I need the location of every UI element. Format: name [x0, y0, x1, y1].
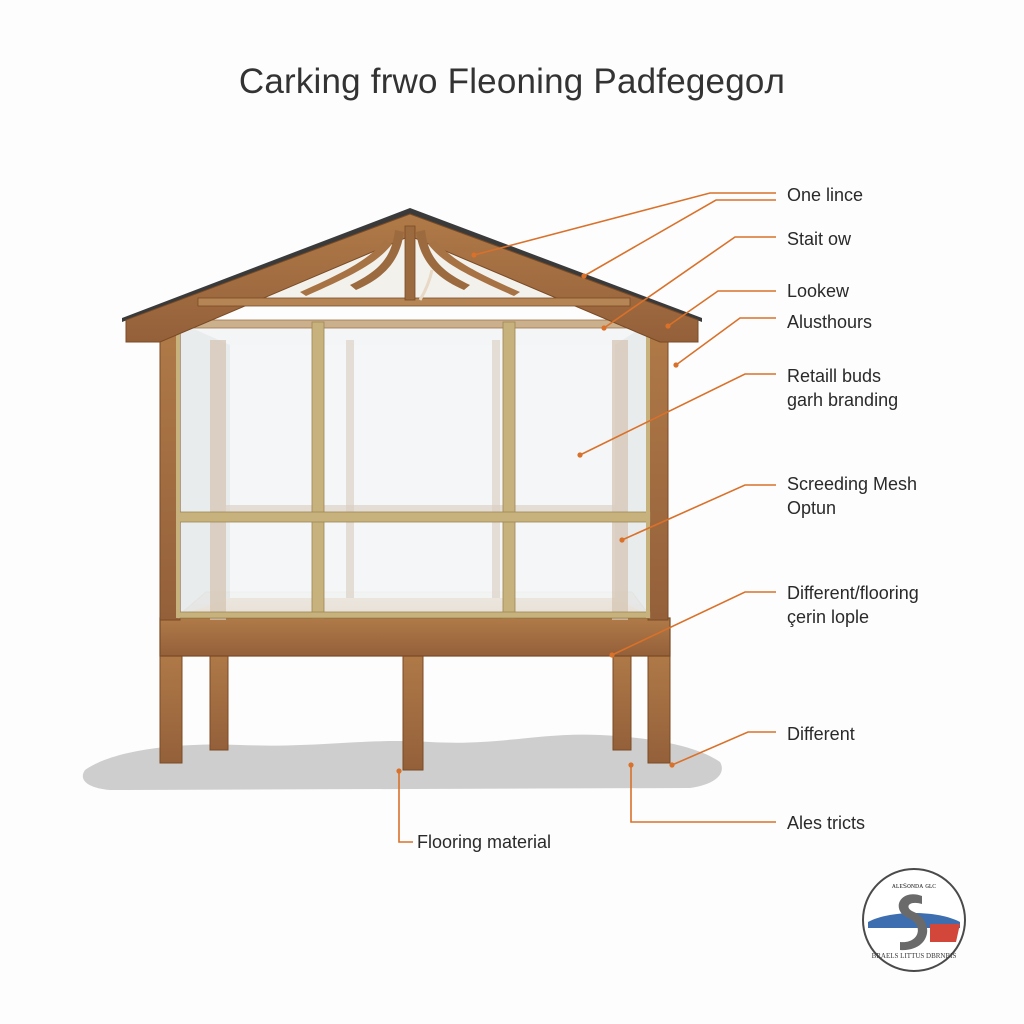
- callout-anchor-dots: [396, 252, 679, 774]
- callout-label-different: Different: [787, 724, 855, 744]
- logo-seal: ᴀʟᴇꜱᴏɴᴅᴀ ɢʟᴄ BRAELS LITTUS DBRNBIS: [862, 868, 966, 972]
- callout-label-lookew: Lookew: [787, 281, 850, 301]
- callout-label-one-lince: One lince: [787, 185, 864, 205]
- callout-label-stait-ow: Stait ow: [787, 229, 852, 249]
- callout-label-retail-buds: Retaill buds garh branding: [787, 366, 899, 410]
- logo-text-top: ᴀʟᴇꜱᴏɴᴅᴀ ɢʟᴄ: [892, 881, 936, 890]
- callout-leader-lines: [398, 192, 776, 843]
- floor-beam: [159, 617, 671, 657]
- callout-label-ales-tricts: Ales tricts: [787, 813, 866, 833]
- logo-text-bottom: BRAELS LITTUS DBRNBIS: [872, 952, 957, 960]
- support-posts: [159, 649, 671, 771]
- label-flooring-material: Flooring material: [417, 832, 552, 852]
- callout-label-alusthours: Alusthours: [787, 312, 873, 332]
- ground-shadow: [82, 734, 722, 790]
- callout-label-screeding-mesh: Screeding Mesh Optun: [787, 474, 918, 518]
- screen-walls: [178, 322, 650, 620]
- callout-label-different-flooring: Different/flooring çerin lople: [787, 583, 919, 627]
- page-title: Carking frwo Fleoning Padfegegoл: [238, 62, 786, 101]
